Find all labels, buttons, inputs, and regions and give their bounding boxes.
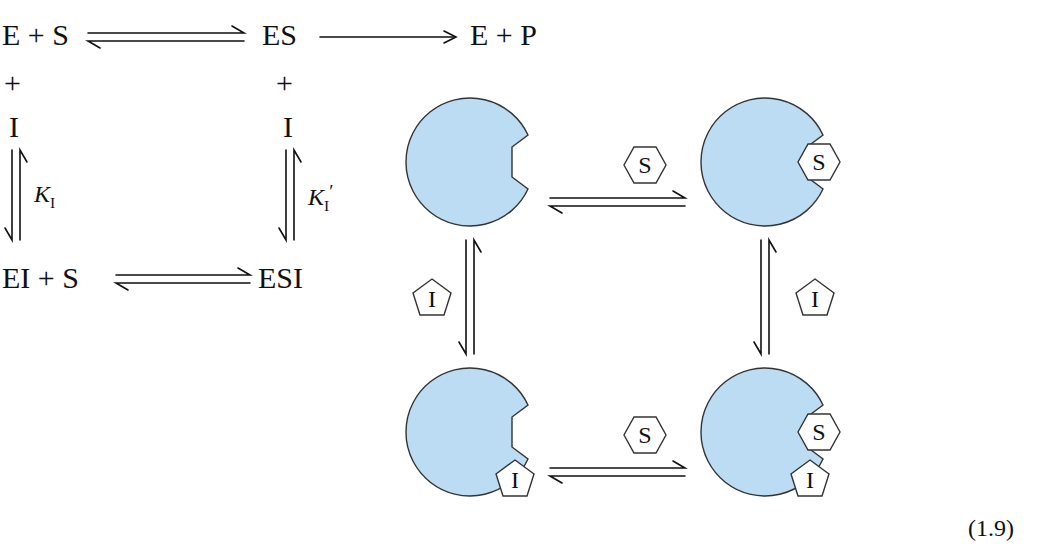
harpoon-line [459, 240, 466, 354]
scheme-label: + [276, 68, 293, 98]
shape-text-wrap: I [495, 459, 535, 497]
substrate-hexagon-path [798, 144, 840, 180]
harpoon-line [474, 240, 481, 354]
down-harpoon [5, 150, 12, 240]
inhibitor-pentagon-path [413, 279, 451, 315]
shape-letter: I [806, 468, 814, 492]
harpoon-line [550, 191, 685, 198]
equilibrium-arrow [754, 240, 776, 354]
harpoon-line [550, 461, 685, 468]
reverse-harpoon [116, 283, 250, 290]
enzyme-shape-path [406, 98, 528, 226]
forward-harpoon [116, 268, 250, 275]
up-harpoon [294, 150, 301, 240]
scheme-label: E + S [2, 20, 69, 50]
shape-letter: I [811, 287, 819, 311]
substrate-hexagon: S [623, 146, 667, 184]
harpoon-line [550, 206, 685, 213]
reverse-harpoon [88, 41, 244, 48]
enzyme-shape: I [400, 362, 540, 502]
scheme-label: ES [262, 20, 297, 50]
substrate-hexagon-path [624, 417, 666, 453]
substrate-hexagon: S [797, 413, 841, 451]
up-harpoon [20, 150, 27, 240]
shape-text-wrap: S [797, 413, 841, 451]
substrate-hexagon-path [798, 414, 840, 450]
shape-letter: S [638, 153, 651, 177]
shape-text-wrap: I [790, 459, 830, 497]
shape-letter: S [638, 423, 651, 447]
scheme-label: (1.9) [968, 516, 1014, 540]
shape-text-wrap: S [623, 146, 667, 184]
inhibitor-pentagon: I [790, 459, 830, 497]
arrow-head [444, 31, 456, 43]
shape-letter: I [511, 468, 519, 492]
equilibrium-arrow [550, 191, 685, 213]
inhibitor-pentagon-path [791, 460, 829, 496]
substrate-hexagon: S [623, 416, 667, 454]
inhibitor-pentagon: I [495, 459, 535, 497]
down-harpoon [279, 150, 286, 240]
shape-text-wrap: I [412, 278, 452, 316]
harpoon-line [769, 240, 776, 354]
scheme-label: ESI [258, 263, 303, 293]
equilibrium-constant: KI [34, 182, 55, 210]
equilibrium-arrow [550, 461, 685, 483]
inhibitor-pentagon-path [496, 460, 534, 496]
equilibrium-arrow [459, 240, 481, 354]
inhibitor-pentagon-path [796, 279, 834, 315]
enzyme-shape [400, 92, 540, 232]
reaction-arrow [320, 36, 455, 38]
shape-text-wrap: S [797, 143, 841, 181]
substrate-hexagon-path [624, 147, 666, 183]
shape-text-wrap: I [795, 278, 835, 316]
substrate-hexagon: S [797, 143, 841, 181]
scheme-label: I [283, 112, 293, 142]
equilibrium-constant: KI′ [308, 182, 333, 213]
harpoon-line [754, 240, 761, 354]
enzyme-shape-outline [400, 92, 540, 232]
scheme-label: E + P [470, 20, 537, 50]
harpoon-line [550, 476, 685, 483]
inhibitor-pentagon: I [795, 278, 835, 316]
shape-letter: S [812, 420, 825, 444]
shape-letter: S [812, 150, 825, 174]
enzyme-shape: SI [695, 362, 835, 502]
scheme-label: EI + S [2, 263, 79, 293]
inhibitor-pentagon: I [412, 278, 452, 316]
enzyme-shape: S [695, 92, 835, 232]
shape-letter: I [428, 287, 436, 311]
forward-harpoon [88, 26, 244, 33]
shape-text-wrap: S [623, 416, 667, 454]
scheme-label: + [4, 68, 21, 98]
scheme-label: I [9, 112, 19, 142]
